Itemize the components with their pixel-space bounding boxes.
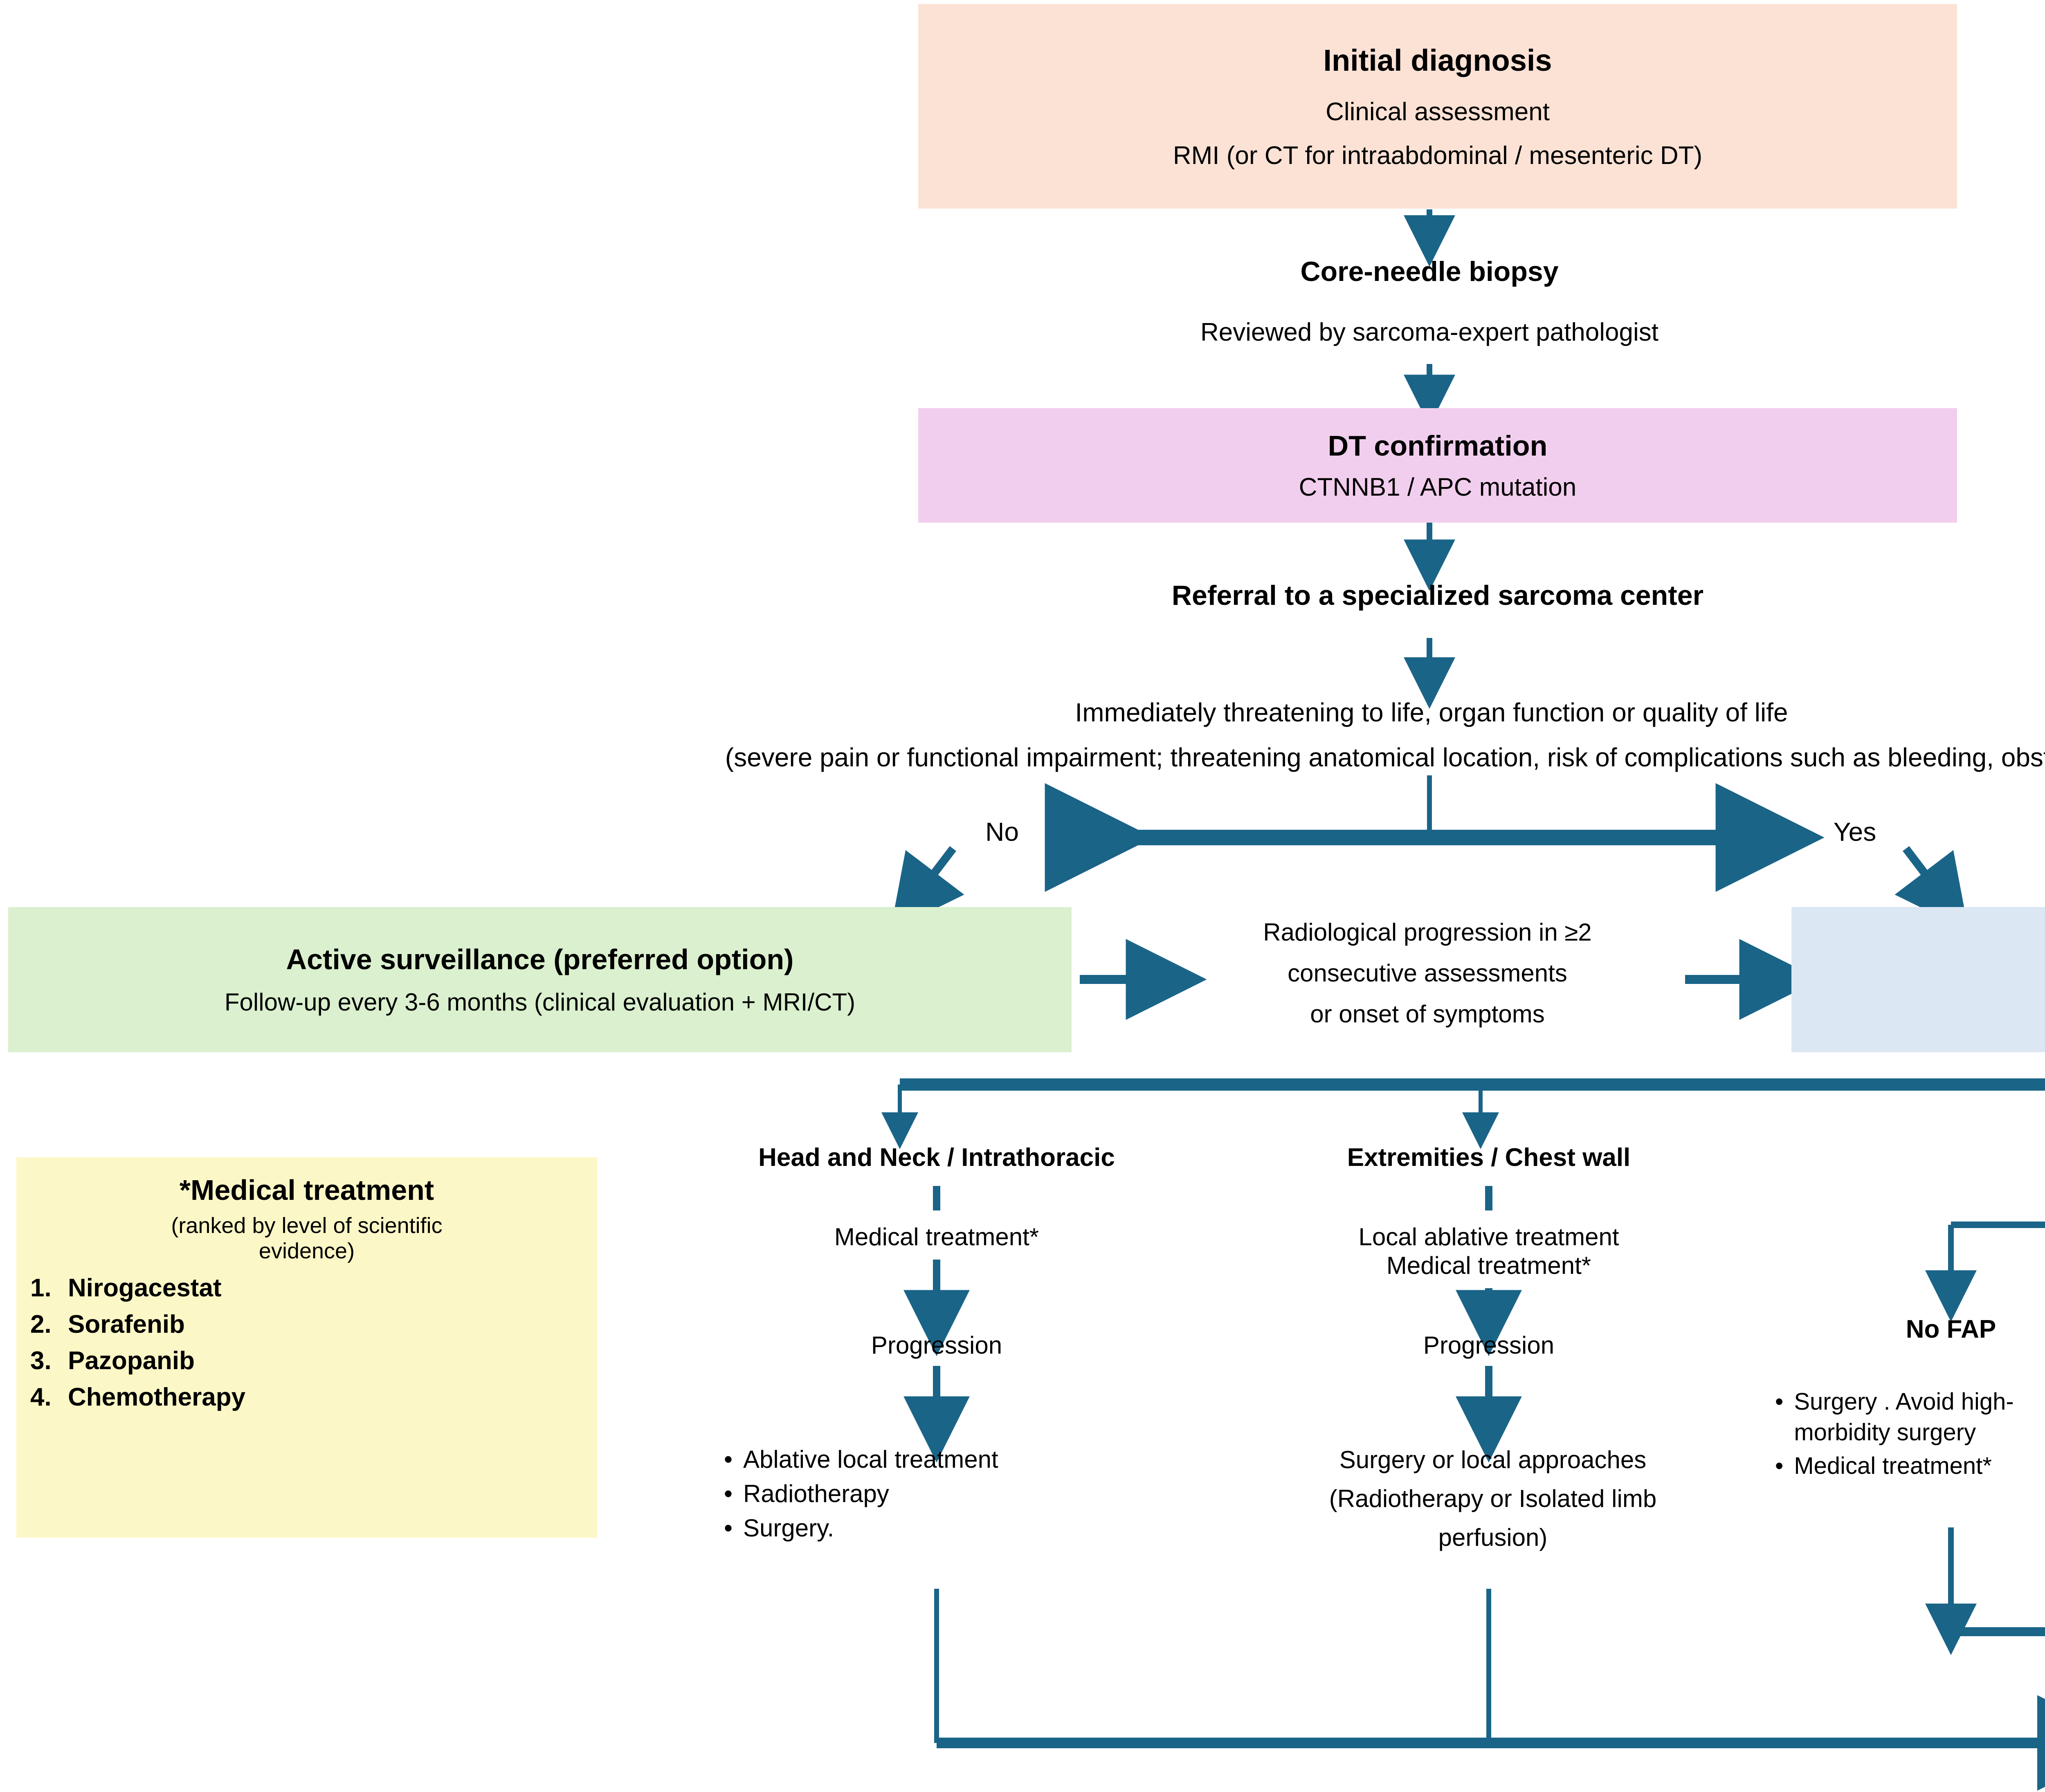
legend-item-label: Sorafenib xyxy=(68,1310,185,1338)
bullet-dot-icon: • xyxy=(724,1514,733,1542)
head-neck-outcome-2: Radiotherapy xyxy=(743,1480,889,1507)
arrow-no-to-surveillance xyxy=(890,846,964,931)
bullet-dot-icon: • xyxy=(724,1480,733,1507)
legend-subtitle-line1: (ranked by level of scientific xyxy=(171,1213,443,1238)
head-neck-step1: Medical treatment* xyxy=(834,1223,1039,1251)
terminal-clinical-trials: Clinical trials xyxy=(1975,1729,2045,1763)
bullet-dot-icon: • xyxy=(1775,1388,1784,1415)
active-surveillance-subtitle: Follow-up every 3-6 months (clinical eva… xyxy=(224,988,856,1016)
legend-medication-list: 1. Nirogacestat 2. Sorafenib 3. Pazopani… xyxy=(30,1273,583,1412)
active-surveillance-title: Active surveillance (preferred option) xyxy=(286,943,794,975)
progression-criteria-line1: Radiological progression in ≥2 xyxy=(1263,918,1592,946)
bullet-dot-icon: • xyxy=(1775,1452,1784,1479)
question-threat-line2: (severe pain or functional impairment; t… xyxy=(725,743,2045,772)
legend-item-number: 1. xyxy=(30,1274,52,1302)
node-active-surveillance: Active surveillance (preferred option) F… xyxy=(8,907,1072,1052)
decision-label-no: No xyxy=(985,817,1019,847)
node-core-needle-biopsy-title: Core-needle biopsy xyxy=(1300,256,1559,287)
no-fap-bullet-1: Surgery . Avoid high- morbidity surgery xyxy=(1794,1386,2045,1448)
list-item: 1. Nirogacestat xyxy=(30,1273,583,1302)
head-neck-step2: Progression xyxy=(871,1332,1002,1359)
legend-item-label: Chemotherapy xyxy=(68,1383,246,1411)
extremities-outcome-line3: perfusion) xyxy=(1438,1524,1548,1551)
decision-label-yes: Yes xyxy=(1833,817,1876,847)
bullet-dot-icon: • xyxy=(724,1446,733,1473)
extremities-step1-line1: Local ablative treatment xyxy=(1358,1223,1619,1251)
initial-diagnosis-title: Initial diagnosis xyxy=(1323,43,1552,77)
no-fap-bullet-2: Medical treatment* xyxy=(1794,1452,1992,1479)
list-item: • Surgery. xyxy=(724,1512,1272,1544)
legend-title: *Medical treatment xyxy=(179,1174,434,1206)
legend-item-number: 3. xyxy=(30,1347,52,1375)
legend-item-label: Nirogacestat xyxy=(68,1274,222,1302)
list-item: 3. Pazopanib xyxy=(30,1346,583,1375)
no-fap-bullet-1-line1: Surgery . Avoid high- xyxy=(1794,1388,2014,1415)
initial-diagnosis-line1: Clinical assessment xyxy=(1326,97,1550,126)
head-neck-outcome-3: Surgery. xyxy=(743,1514,834,1542)
column-head-neck-header: Head and Neck / Intrathoracic xyxy=(758,1143,1115,1172)
no-fap-bullet-1-line2: morbidity surgery xyxy=(1794,1419,1976,1446)
legend-medical-treatment: *Medical treatment (ranked by level of s… xyxy=(16,1157,597,1538)
node-referral-title: Referral to a specialized sarcoma center xyxy=(1171,580,1704,611)
node-active-treatment: Active treatment Initial choice dependin… xyxy=(1791,907,2045,1052)
dt-confirmation-subtitle: CTNNB1 / APC mutation xyxy=(1299,473,1577,501)
list-item: 4. Chemotherapy xyxy=(30,1383,583,1412)
head-neck-outcomes: • Ablative local treatment • Radiotherap… xyxy=(724,1444,1272,1547)
arrow-yes-to-treatment xyxy=(1894,846,1969,931)
node-initial-diagnosis: Initial diagnosis Clinical assessment RM… xyxy=(918,4,1957,209)
head-neck-outcome-1: Ablative local treatment xyxy=(743,1446,998,1473)
list-item: • Medical treatment* xyxy=(1775,1451,2045,1481)
node-dt-confirmation: DT confirmation CTNNB1 / APC mutation xyxy=(918,408,1957,523)
no-fap-bullets: • Surgery . Avoid high- morbidity surger… xyxy=(1775,1386,2045,1484)
branch-no-fap-label: No FAP xyxy=(1906,1315,1996,1343)
legend-item-number: 2. xyxy=(30,1310,52,1338)
column-extremities-header: Extremities / Chest wall xyxy=(1347,1143,1631,1172)
initial-diagnosis-line2: RMI (or CT for intraabdominal / mesenter… xyxy=(1173,141,1703,170)
dt-confirmation-title: DT confirmation xyxy=(1328,429,1548,462)
list-item: • Ablative local treatment xyxy=(724,1444,1272,1475)
progression-criteria-line3: or onset of symptoms xyxy=(1310,1000,1545,1028)
legend-item-number: 4. xyxy=(30,1383,52,1411)
legend-item-label: Pazopanib xyxy=(68,1347,195,1375)
node-core-needle-biopsy-subtitle: Reviewed by sarcoma-expert pathologist xyxy=(1200,318,1658,346)
legend-subtitle-line2: evidence) xyxy=(258,1239,355,1263)
list-item: 2. Sorafenib xyxy=(30,1310,583,1339)
question-threat-line1: Immediately threatening to life, organ f… xyxy=(1075,698,1788,727)
extremities-outcome-line1: Surgery or local approaches xyxy=(1339,1446,1647,1473)
extremities-outcome-line2: (Radiotherapy or Isolated limb xyxy=(1329,1485,1657,1512)
column-intraabdominal-header: Intraabdominal / pélvico xyxy=(1885,1141,2045,1174)
intraabdominal-progression: Progression xyxy=(1984,1656,2045,1689)
extremities-step2: Progression xyxy=(1423,1332,1555,1359)
extremities-step1-line2: Medical treatment* xyxy=(1386,1252,1591,1279)
progression-criteria-line2: consecutive assessments xyxy=(1288,959,1567,987)
list-item: • Surgery . Avoid high- morbidity surger… xyxy=(1775,1386,2045,1448)
list-item: • Radiotherapy xyxy=(724,1478,1272,1510)
